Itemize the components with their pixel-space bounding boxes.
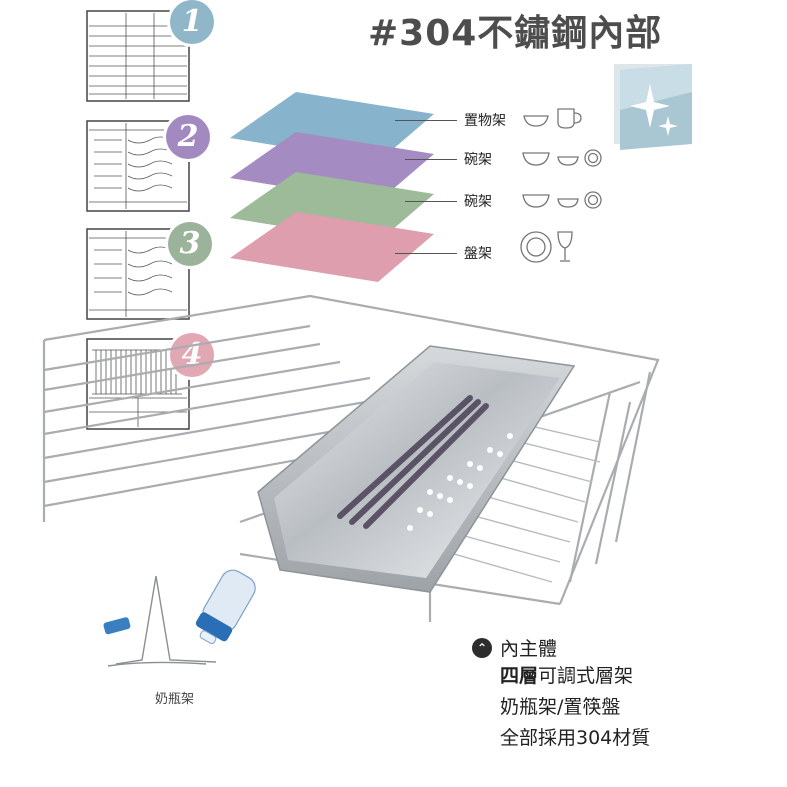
bottle-holder-illustration: [103, 569, 256, 667]
level-badge-1: 1: [170, 0, 214, 44]
leader-line-4: [395, 253, 457, 254]
leader-line-1: [395, 120, 457, 121]
leader-line-3: [405, 201, 457, 202]
dish-rack-photo: [42, 294, 660, 622]
plate-glass-icon: [520, 231, 573, 263]
bottle-holder-caption: 奶瓶架: [155, 692, 195, 707]
page-title: #304不鏽鋼內部: [368, 13, 663, 54]
sparkle-icon: [614, 64, 692, 150]
bowl-plate-icon-b: [522, 191, 602, 209]
feature-line-2: 奶瓶架/置筷盤: [500, 696, 621, 718]
layer-label-2: 碗架: [464, 152, 492, 168]
feature-line-1: 四層可調式層架: [500, 665, 634, 687]
bowl-cup-icon: [523, 108, 582, 129]
layer-4-shape: [230, 212, 434, 282]
feature-heading: 內主體: [500, 638, 558, 660]
level-badge-3: 3: [168, 222, 212, 266]
layer-label-3: 碗架: [464, 194, 492, 210]
feature-list: ⌃ 內主體 四層可調式層架 奶瓶架/置筷盤 全部採用304材質: [472, 634, 772, 754]
layer-label-4: 盤架: [464, 246, 492, 262]
leader-line-2: [405, 159, 457, 160]
chevron-up-icon: ⌃: [472, 637, 492, 658]
layer-label-1: 置物架: [464, 113, 506, 129]
bowl-plate-icon-a: [522, 149, 602, 167]
level-badge-2: 2: [166, 115, 210, 159]
feature-line-3: 全部採用304材質: [500, 727, 651, 749]
